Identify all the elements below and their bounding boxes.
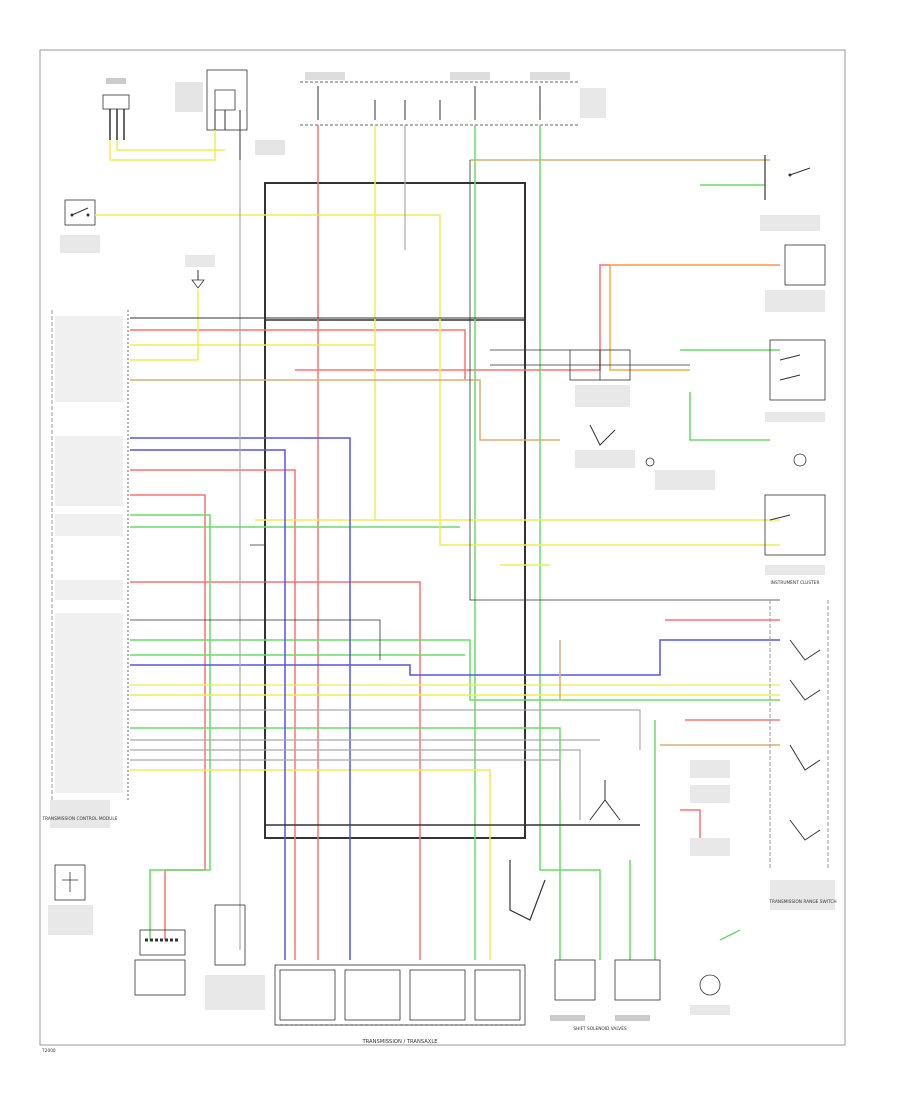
vehicle-speed-sensor [690, 974, 730, 1015]
split-connector-bottom [589, 780, 621, 821]
relay-boxes [569, 349, 631, 407]
cruise-label-block [765, 290, 825, 312]
tcm-connector [50, 310, 129, 828]
tcm-module [205, 904, 265, 1010]
fuse-block [300, 72, 606, 126]
wire-green-2 [539, 125, 601, 960]
wire-yellow-4 [130, 125, 376, 346]
wire-blue-1 [130, 437, 351, 960]
tcm-bottom-connector [134, 929, 186, 996]
instrument-cluster-caption: INSTRUMENT CLUSTER [771, 580, 820, 586]
wire-black-6 [130, 619, 381, 660]
brake-switch [60, 199, 100, 253]
shift-solenoids-caption: SHIFT SOLENOID VALVES [573, 1026, 627, 1032]
wire-yellow-11 [130, 769, 491, 960]
range-switch-caption: TRANSMISSION RANGE SWITCH [768, 899, 836, 905]
wire-black-8 [509, 860, 546, 921]
wire-green-7 [130, 727, 561, 960]
footer-reference: 72000 [42, 1048, 56, 1054]
indicator-lamp [645, 453, 807, 490]
wire-tan-2 [130, 379, 560, 441]
transaxle-solenoid-group [274, 964, 526, 1026]
wire-grey-4 [130, 749, 581, 820]
relay-label-block [255, 140, 285, 155]
wire-yellow-6 [255, 345, 376, 521]
wire-yellow-5 [130, 290, 199, 361]
wire-yellow-1 [109, 130, 216, 161]
transaxle-caption: TRANSMISSION / TRANSAXLE [361, 1039, 437, 1045]
park-neutral-switch [760, 155, 820, 231]
wire-yellow-3 [95, 214, 441, 520]
speed-sensors-bottom [550, 959, 661, 1021]
overdrive-switch [765, 339, 826, 422]
transmission-range-switch [769, 600, 835, 910]
wire-red-horizontal [130, 329, 466, 380]
wire-yellow-8 [439, 520, 780, 546]
cruise-control-module [784, 244, 826, 286]
wire-red-8 [680, 809, 701, 840]
wire-red-4 [130, 494, 206, 940]
wire-blue-3 [130, 639, 780, 676]
wire-grey-2 [130, 709, 641, 750]
wire-black-2 [469, 160, 780, 601]
diagram-border [39, 49, 846, 1046]
solenoid-switch [575, 424, 635, 468]
wire-green-4 [130, 514, 211, 940]
wire-red-2 [130, 469, 296, 960]
od-cancel-switch [764, 494, 826, 575]
speed-sensor-connector [102, 78, 130, 140]
wire-yellow-2 [116, 140, 225, 151]
wire-blue-2 [130, 449, 286, 960]
wire-black-5 [250, 544, 266, 610]
wire-green-9 [689, 392, 770, 441]
wire-grey-5 [130, 759, 561, 800]
wire-red-3 [130, 581, 421, 960]
wire-orange-1 [609, 265, 690, 371]
wire-green-5 [130, 639, 780, 701]
junction-blocks-right [690, 760, 730, 856]
throttle-position-sensor [48, 864, 93, 935]
throttle-relay [175, 69, 248, 160]
bus-upper-loop [264, 183, 525, 321]
wire-green-13 [719, 929, 741, 941]
ground-symbol [185, 255, 215, 289]
tcm-caption: TRANSMISSION CONTROL MODULE [42, 816, 118, 822]
bus-frame [264, 182, 526, 839]
